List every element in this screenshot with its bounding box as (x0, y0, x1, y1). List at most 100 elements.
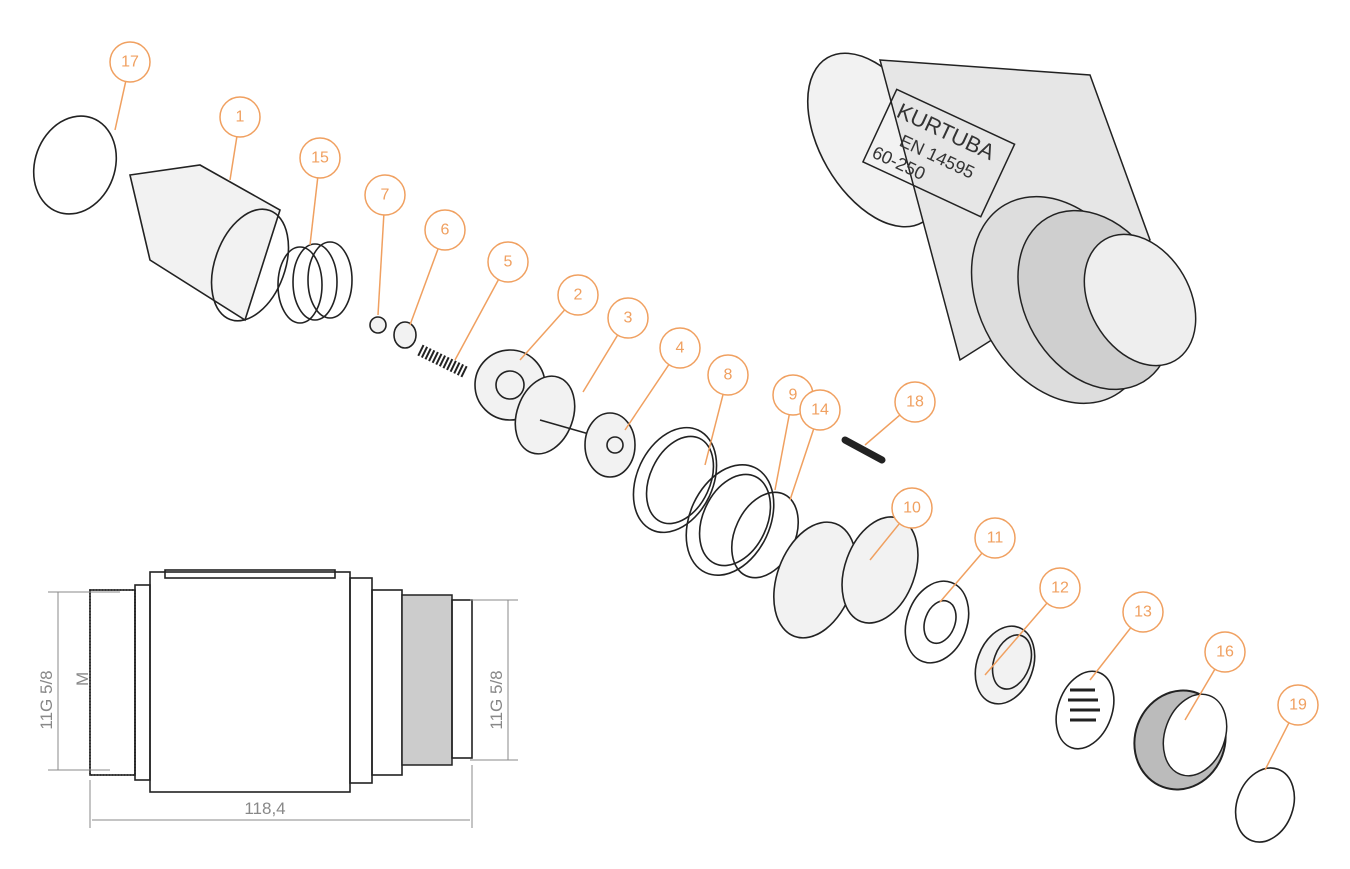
length-dimension: 118,4 (244, 799, 285, 818)
callout-leader (939, 552, 983, 603)
callout-circle (891, 487, 933, 529)
callout-circle (364, 174, 406, 216)
callout-circle (707, 354, 749, 396)
callout-18: 18 (864, 381, 936, 446)
callout-circle (299, 137, 341, 179)
callout-circle (974, 517, 1016, 559)
marker-m: M (73, 672, 92, 686)
part-11-washer (904, 580, 970, 664)
callout-circle (424, 209, 466, 251)
callout-circle (607, 297, 649, 339)
callout-number: 14 (811, 402, 829, 419)
part-13-plate (1055, 670, 1115, 750)
callout-11: 11 (939, 517, 1016, 603)
callout-6: 6 (409, 209, 466, 326)
callout-number: 13 (1134, 604, 1152, 621)
callout-number: 8 (724, 367, 733, 384)
callout-leader (454, 279, 500, 361)
callout-15: 15 (299, 137, 341, 246)
callout-leader (624, 364, 670, 431)
callout-number: 10 (903, 500, 921, 517)
part-16-knurled-nut (1133, 689, 1228, 791)
callout-9: 9 (772, 374, 814, 491)
callout-circle (659, 327, 701, 369)
part-4-disc (584, 412, 636, 478)
part-15-spring (277, 241, 353, 324)
part-8-ring (632, 426, 718, 534)
callout-number: 11 (987, 530, 1004, 547)
callout-number: 7 (381, 187, 390, 204)
callout-circle (799, 389, 841, 431)
callout-number: 16 (1216, 644, 1234, 661)
left-thread-dimension: 11G 5/8 (37, 670, 56, 729)
callout-leader (409, 248, 439, 326)
callout-13: 13 (1089, 591, 1164, 681)
side-view-drawing: M 11G 5/8 11G 5/8 118,4 (37, 569, 518, 828)
callout-1: 1 (219, 96, 261, 181)
callout-number: 18 (906, 394, 924, 411)
callout-14: 14 (789, 389, 841, 501)
callout-number: 19 (1289, 697, 1307, 714)
callout-circle (1122, 591, 1164, 633)
callout-8: 8 (704, 354, 749, 466)
callout-leader (984, 602, 1048, 676)
part-19-circlip (1234, 767, 1296, 843)
callout-19: 19 (1264, 684, 1319, 771)
part-3-seal (514, 375, 611, 455)
callout-leader (377, 214, 385, 316)
callout-circle (1039, 567, 1081, 609)
part-5-spring (417, 344, 468, 378)
callout-leader (1089, 627, 1132, 681)
callout-circle (1204, 631, 1246, 673)
assembled-valve-render: KURTUBA EN 14595 60-250 (806, 52, 1197, 405)
callout-number: 6 (441, 222, 450, 239)
part-1-body (129, 164, 290, 322)
callout-17: 17 (109, 41, 151, 131)
callout-leader (869, 523, 901, 561)
part-18-pin (841, 436, 886, 464)
callout-4: 4 (624, 327, 701, 431)
callout-number: 15 (311, 150, 329, 167)
callout-number: 9 (789, 387, 798, 404)
callout-number: 5 (504, 254, 513, 271)
callout-circle (894, 381, 936, 423)
callout-leader (582, 334, 619, 393)
callout-number: 1 (236, 109, 245, 126)
callout-number: 17 (121, 54, 139, 71)
part-6-bushing (393, 321, 417, 349)
part-7-nut (369, 316, 387, 334)
callout-3: 3 (582, 297, 649, 393)
callout-7: 7 (364, 174, 406, 316)
callout-2: 2 (519, 274, 599, 361)
callout-leader (864, 414, 901, 446)
callout-leader (774, 414, 791, 491)
right-thread-dimension: 11G 5/8 (487, 670, 506, 729)
part-9-ring (685, 463, 775, 577)
callout-5: 5 (454, 241, 529, 361)
callout-circle (487, 241, 529, 283)
callout-leader (1184, 668, 1216, 721)
callout-circle (557, 274, 599, 316)
callout-number: 12 (1051, 580, 1069, 597)
part-10-seat (773, 516, 919, 639)
callout-number: 4 (676, 340, 685, 357)
part-12-ring (974, 625, 1036, 705)
callout-leader (789, 428, 815, 501)
callouts: 17 1 15 7 6 5 2 3 4 8 9 14 18 10 11 12 13 16 19 (109, 41, 1319, 771)
callout-leader (704, 394, 724, 466)
callout-circle (109, 41, 151, 83)
callout-circle (219, 96, 261, 138)
part-17-o-ring (32, 115, 118, 215)
callout-leader (309, 177, 319, 246)
callout-circle (1277, 684, 1319, 726)
callout-number: 3 (624, 310, 633, 327)
callout-16: 16 (1184, 631, 1246, 721)
exploded-parts (32, 115, 1296, 843)
callout-10: 10 (869, 487, 933, 561)
callout-leader (1264, 722, 1290, 771)
callout-number: 2 (574, 287, 583, 304)
callout-leader (229, 136, 238, 181)
callout-leader (519, 309, 566, 361)
